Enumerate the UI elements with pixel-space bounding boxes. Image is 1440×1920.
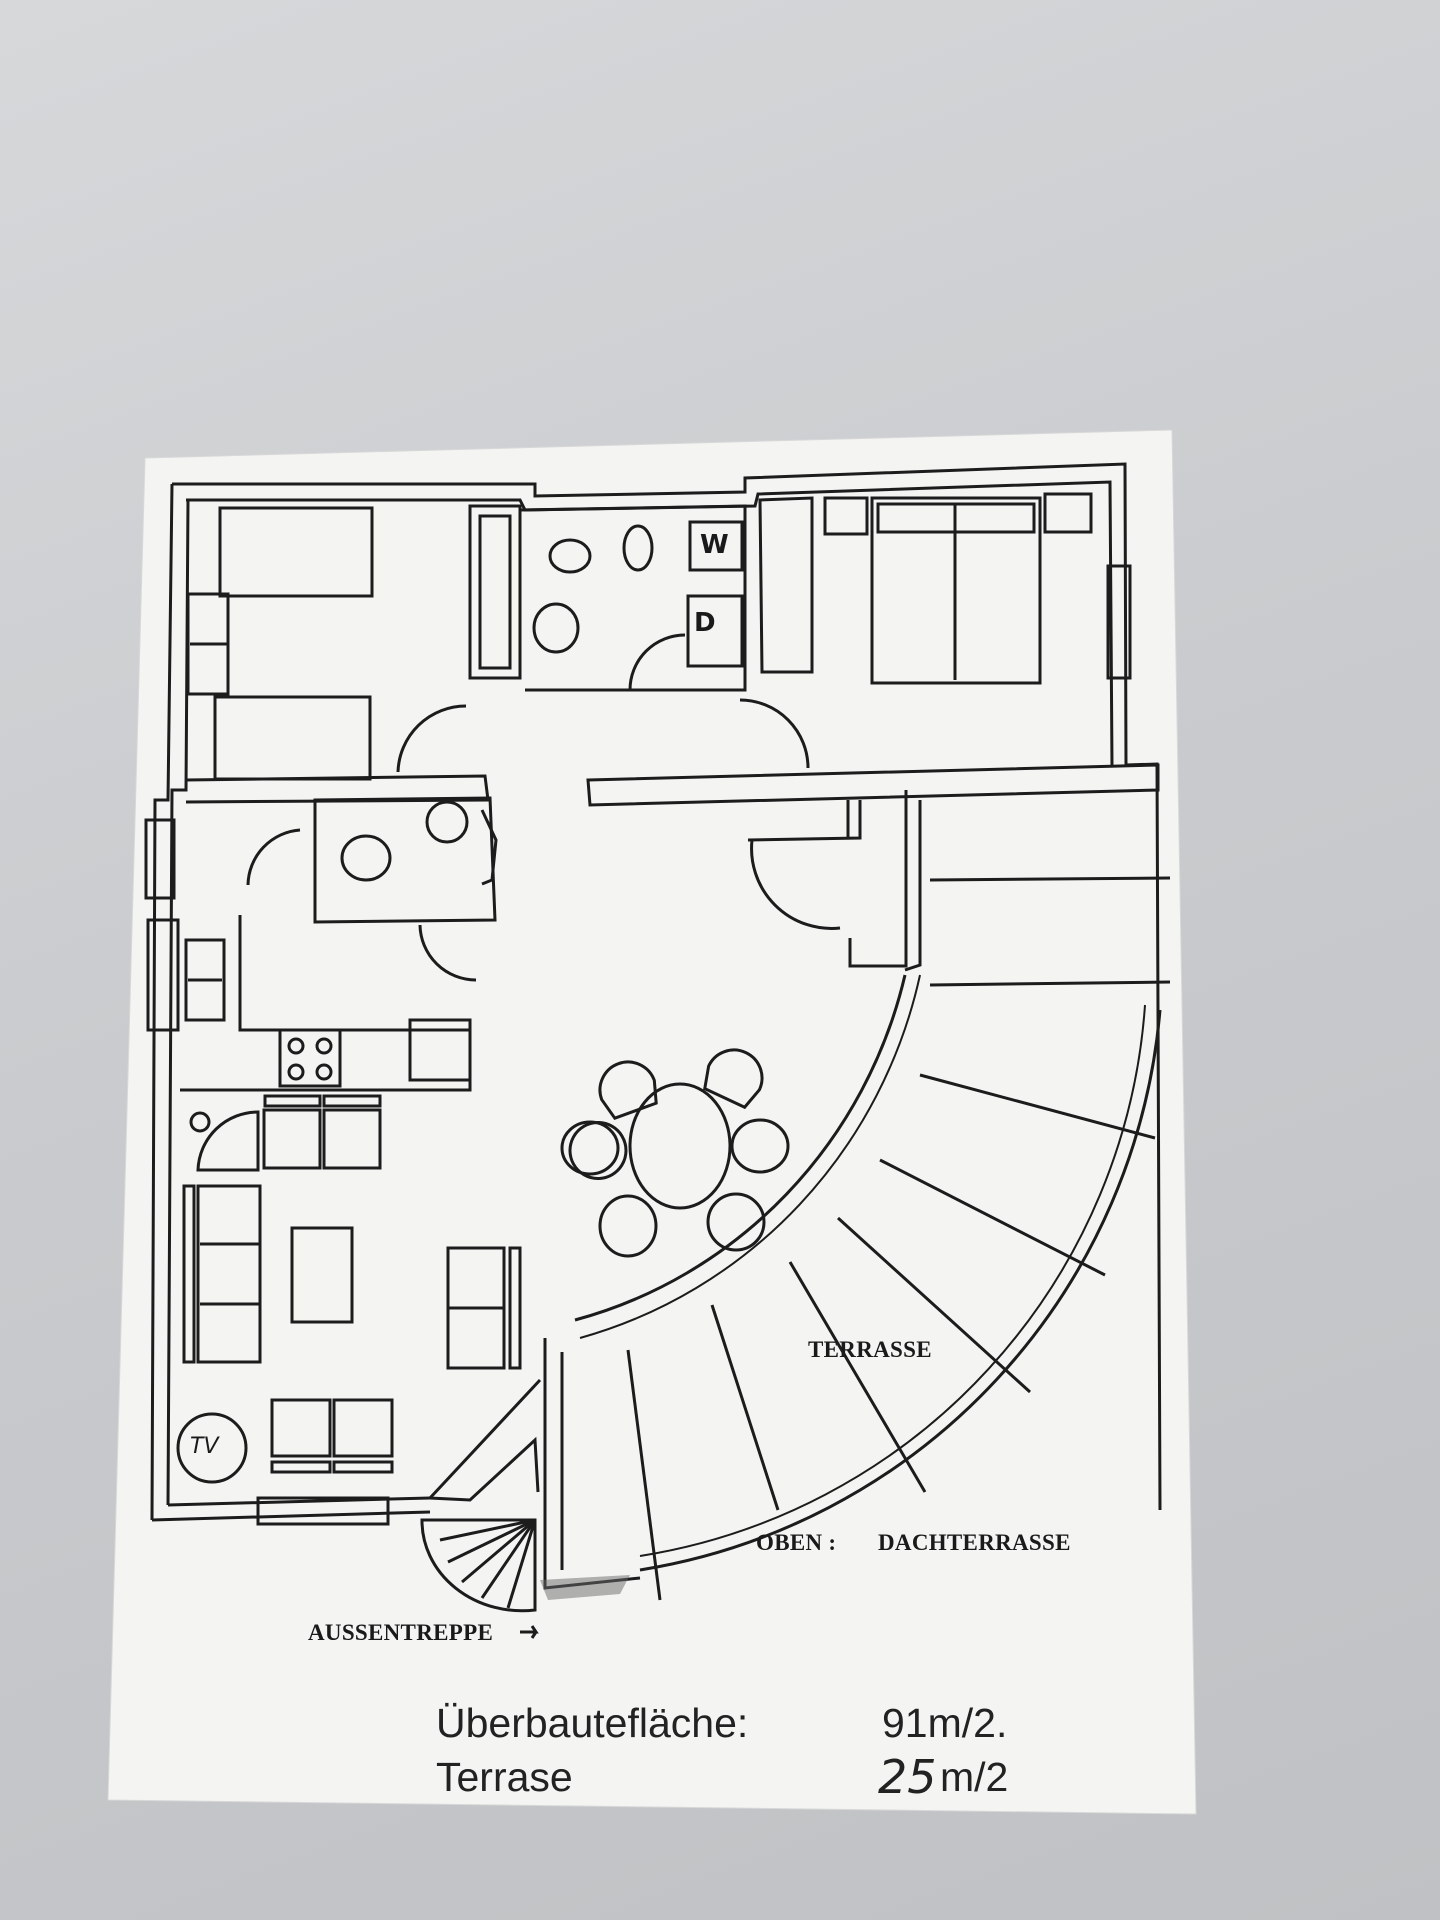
upper-level-prefix: OBEN : [756, 1530, 837, 1555]
wardrobe-left [468, 504, 522, 680]
fireplace [196, 1110, 260, 1172]
curved-wall [574, 974, 907, 1322]
curved-wall-inner [579, 974, 921, 1339]
outer-stair-label: AUSSENTREPPE [308, 1620, 494, 1645]
wc-room [313, 796, 497, 924]
bath-door [628, 633, 686, 691]
wc-toilet [340, 834, 392, 882]
toilet-1 [548, 538, 592, 574]
fridge [408, 1018, 472, 1082]
terrace-inner-wall [904, 800, 922, 972]
built-area-label: Überbautefläche: [436, 1700, 749, 1746]
dining-table [628, 1082, 732, 1210]
dining-chair [598, 1194, 658, 1258]
dryer-label: D [694, 608, 716, 638]
bathroom-walls [519, 504, 747, 692]
tv-circle [176, 1412, 248, 1484]
dining-chair [706, 1192, 766, 1252]
terrace-area-handwritten-value: 25 [878, 1750, 937, 1804]
bottom-wall [151, 1510, 431, 1522]
window-right [1106, 564, 1132, 680]
bidet [622, 524, 654, 572]
bed-single-1 [218, 506, 374, 598]
washer-label: W [700, 530, 729, 560]
window-small [144, 818, 176, 900]
wc-sink [425, 800, 469, 844]
dining-chair [730, 1118, 790, 1174]
upper-level-value: DACHTERRASSE [878, 1530, 1071, 1555]
paper-sheet [107, 429, 1197, 1815]
stair-arrow [520, 1625, 539, 1639]
armchair-1 [270, 1398, 332, 1458]
dining-chair [598, 1060, 658, 1120]
outer-stair [420, 1518, 537, 1613]
bedroom-right-door [739, 698, 810, 769]
double-bed [870, 496, 1042, 685]
terrace-area-label: Terrase [436, 1754, 573, 1800]
built-area-value: 91m/2. [882, 1700, 1008, 1746]
chair-1 [262, 1108, 322, 1170]
terrace-outer-arc-2 [639, 1004, 1146, 1557]
armchair-2 [332, 1398, 394, 1458]
tv-label: TV [190, 1434, 219, 1459]
window-bottom [256, 1496, 390, 1526]
wardrobe-right [758, 496, 814, 674]
dining-chair [703, 1048, 764, 1110]
nightstand-2 [1043, 492, 1093, 534]
bed1-door [396, 704, 467, 773]
nightstand-1 [823, 496, 869, 536]
left-wall [150, 483, 174, 1521]
stove [278, 1028, 342, 1088]
hall-wall [586, 763, 1160, 807]
terrace-label: TERRASSE [808, 1337, 932, 1362]
sink-1 [532, 602, 580, 654]
terrace-outer-arc [639, 1009, 1162, 1572]
hall-door [750, 839, 841, 930]
kitchen-sink [184, 938, 226, 1022]
entry-diagonal [426, 1378, 542, 1502]
window-kitchen [146, 918, 180, 1032]
coffee-table [290, 1226, 354, 1324]
small-door [246, 828, 301, 886]
washer-box [688, 520, 744, 572]
dryer-box [686, 594, 744, 668]
wc-door [418, 924, 477, 982]
chair-2 [322, 1108, 382, 1170]
outer-wall-inner [186, 480, 1114, 766]
terrace-area-unit: m/2 [940, 1754, 1009, 1800]
sofa-left [196, 1184, 262, 1364]
